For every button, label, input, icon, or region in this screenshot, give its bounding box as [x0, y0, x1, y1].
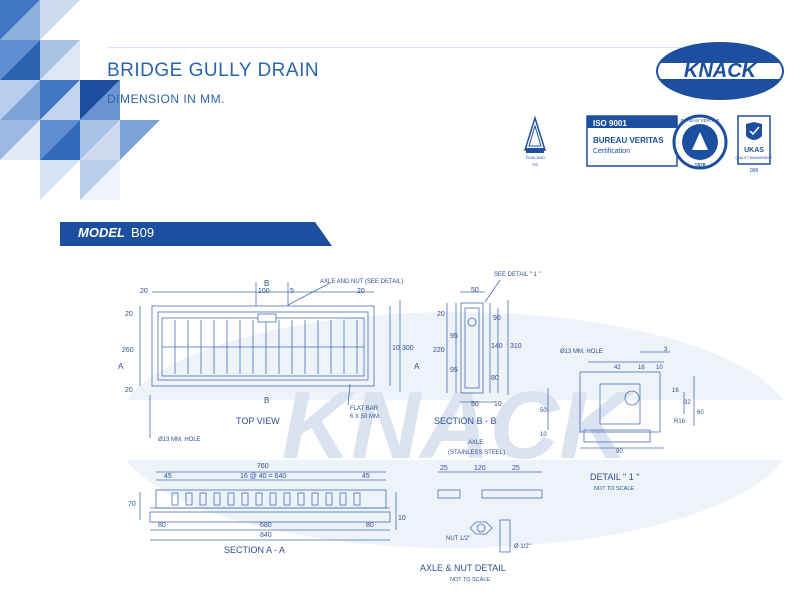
detail-1-scale: NOT TO SCALE: [594, 486, 634, 492]
dim-d1-10b: 10: [540, 432, 547, 438]
dim-side-10: 10: [392, 345, 400, 352]
dim-d1-16b: 16: [672, 388, 679, 394]
flat-bar-note-1: FLAT BAR: [350, 406, 379, 412]
nut-label: NUT 1/2": [446, 536, 470, 542]
svg-text:TIS: TIS: [532, 162, 539, 167]
model-keyword: MODEL: [78, 225, 125, 240]
svg-text:KNACK: KNACK: [282, 372, 635, 479]
axle-label-2: (STAINLESS STEEL): [448, 450, 505, 456]
dim-aa-680: 680: [260, 522, 272, 529]
dim-top-5: 5: [290, 288, 294, 295]
axle-detail-caption: AXLE & NUT DETAIL: [420, 563, 506, 573]
svg-text:Certification: Certification: [593, 148, 630, 155]
dim-bb-50-bottom: 50: [471, 401, 479, 408]
section-aa-caption: SECTION A - A: [224, 545, 285, 555]
dim-d1-10a: 10: [656, 365, 663, 371]
dim-top-100: 100: [258, 288, 270, 295]
dim-aa-10: 10: [398, 515, 406, 522]
dim-side-260: 260: [122, 347, 134, 354]
bureau-veritas-seal-icon: BUREAU VERITAS 1828: [672, 114, 728, 170]
triangle-pattern-decoration: [0, 0, 160, 200]
drawing-lines: [139, 279, 695, 553]
section-a-left: A: [118, 362, 124, 371]
dim-d1-90: 90: [616, 449, 623, 455]
tis-mark-icon: THAILAND TIS: [523, 115, 547, 167]
section-aa-bars: [171, 492, 361, 506]
dim-bb-95b: 95: [450, 367, 458, 374]
section-b-bottom: B: [264, 396, 269, 405]
knack-watermark: KNACK: [110, 312, 800, 548]
knack-logo: KNACK: [655, 42, 785, 100]
dim-bb-140: 140: [491, 343, 503, 350]
dim-top-20-left: 20: [140, 288, 148, 295]
iso-9001-badge: ISO 9001 BUREAU VERITAS Certification: [586, 115, 678, 167]
flat-bar-note-2: 6 X 50 MM.: [350, 414, 381, 420]
dim-axle-25a: 25: [440, 465, 448, 472]
see-detail-note: SEE DETAIL " 1 ": [494, 272, 541, 278]
dia-label: Ø 1/2": [514, 544, 531, 550]
dim-aa-840: 840: [260, 532, 272, 539]
model-banner: [60, 222, 332, 246]
dim-bb-310: 310: [510, 343, 522, 350]
axle-label-1: AXLE: [468, 440, 483, 446]
dim-side-20-top: 20: [125, 311, 133, 318]
axle-detail-scale: NOT TO SCALE: [450, 577, 490, 583]
dim-d1-r16: R16: [674, 419, 686, 425]
section-b-top: B: [264, 279, 269, 288]
svg-text:BUREAU VERITAS: BUREAU VERITAS: [593, 136, 664, 145]
header-rule: [107, 47, 727, 48]
dim-aa-45b: 45: [362, 473, 370, 480]
top-view-bars: [162, 320, 364, 374]
svg-text:THAILAND: THAILAND: [525, 155, 545, 160]
dim-bb-20: 20: [437, 311, 445, 318]
dim-d1-50: 50: [540, 408, 547, 414]
dim-aa-80a: 80: [158, 522, 166, 529]
certification-logos: THAILAND TIS ISO 9001 BUREAU VERITAS Cer…: [523, 114, 773, 174]
dim-bb-50-top: 50: [471, 287, 479, 294]
svg-text:008: 008: [750, 168, 759, 174]
dim-aa-70: 70: [128, 501, 136, 508]
svg-text:ISO 9001: ISO 9001: [593, 119, 627, 128]
page-subtitle: DIMENSION IN MM.: [107, 92, 225, 106]
dim-axle-120: 120: [474, 465, 486, 472]
dim-d1-42: 42: [614, 365, 621, 371]
dim-aa-45a: 45: [164, 473, 172, 480]
dim-aa-760: 760: [257, 463, 269, 470]
dim-axle-25b: 25: [512, 465, 520, 472]
dim-d1-60: 60: [697, 410, 704, 416]
section-a-right: A: [414, 362, 420, 371]
dim-side-300: 300: [402, 345, 414, 352]
dim-aa-spacing: 16 @ 40 = 640: [240, 473, 286, 480]
model-label: MODEL B09: [78, 225, 154, 240]
dim-bb-95a: 95: [450, 333, 458, 340]
logo-text: KNACK: [684, 60, 758, 82]
section-bb-caption: SECTION B - B: [434, 416, 497, 426]
page-title: BRIDGE GULLY DRAIN: [107, 60, 320, 81]
axle-nut-note: AXLE AND NUT (SEE DETAIL): [320, 279, 403, 285]
hole-note-top: Ø13 MM. HOLE: [158, 437, 201, 443]
dim-side-20-bottom: 20: [125, 387, 133, 394]
svg-text:1828: 1828: [694, 163, 705, 169]
svg-text:UKAS: UKAS: [744, 147, 764, 154]
svg-text:QUALITY MANAGEMENT: QUALITY MANAGEMENT: [735, 156, 772, 160]
detail-1-caption: DETAIL " 1 ": [590, 472, 639, 482]
dim-d1-32: 32: [684, 400, 691, 406]
dim-top-20-right: 20: [357, 288, 365, 295]
model-code: B09: [130, 225, 155, 240]
dim-d1-16a: 16: [638, 365, 645, 371]
hole-note-detail: Ø13 MM. HOLE: [560, 349, 603, 355]
ukas-badge-icon: UKAS QUALITY MANAGEMENT 008: [735, 115, 773, 174]
dim-bb-90: 90: [493, 315, 501, 322]
dim-bb-10: 10: [494, 401, 502, 408]
dim-bb-80: 80: [491, 375, 499, 382]
dim-aa-80b: 80: [366, 522, 374, 529]
svg-text:BUREAU VERITAS: BUREAU VERITAS: [681, 118, 720, 123]
top-view-caption: TOP VIEW: [236, 416, 280, 426]
dim-bb-220: 220: [433, 347, 445, 354]
dim-d1-3: 3: [664, 347, 668, 353]
